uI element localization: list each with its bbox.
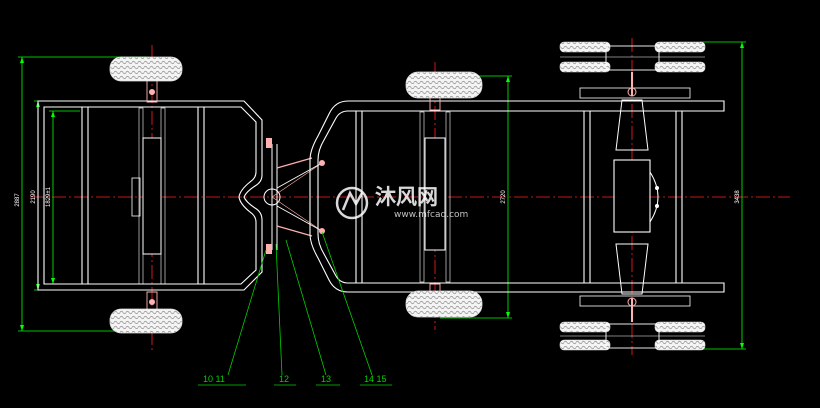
dim-overall-height: 2887 [15,193,21,207]
watermark-domain: www.mfcad.com [394,210,468,220]
callout-12: 12 [279,374,289,384]
watermark-chinese: 沐风网 [375,185,438,209]
front-axle [131,79,166,313]
dim-middle-height: 2720 [501,190,507,204]
front-wheel-top [109,56,183,82]
rear-dual-wheel-top [559,41,706,73]
dim-inner-height-1: 2190 [31,190,37,204]
callout-13: 13 [321,374,331,384]
callout-14-15: 14 15 [364,374,387,384]
dim-right-height: 3438 [735,190,741,204]
watermark: 沐风网 www.mfcad.com [335,185,468,220]
front-wheel-bottom [109,308,183,334]
middle-wheel-top [405,71,483,99]
rear-dual-wheel-bottom [559,321,706,351]
rear-frame [309,100,725,293]
coupling-assembly [263,138,325,254]
front-frame [37,100,263,291]
callout-leaders [198,231,392,386]
middle-wheel-bottom [405,290,483,318]
dim-inner-height-2: 1829±1 [46,186,52,207]
rear-drive-axle [579,72,691,322]
callout-10-11: 10 11 [203,374,225,384]
watermark-logo-icon [335,186,369,220]
